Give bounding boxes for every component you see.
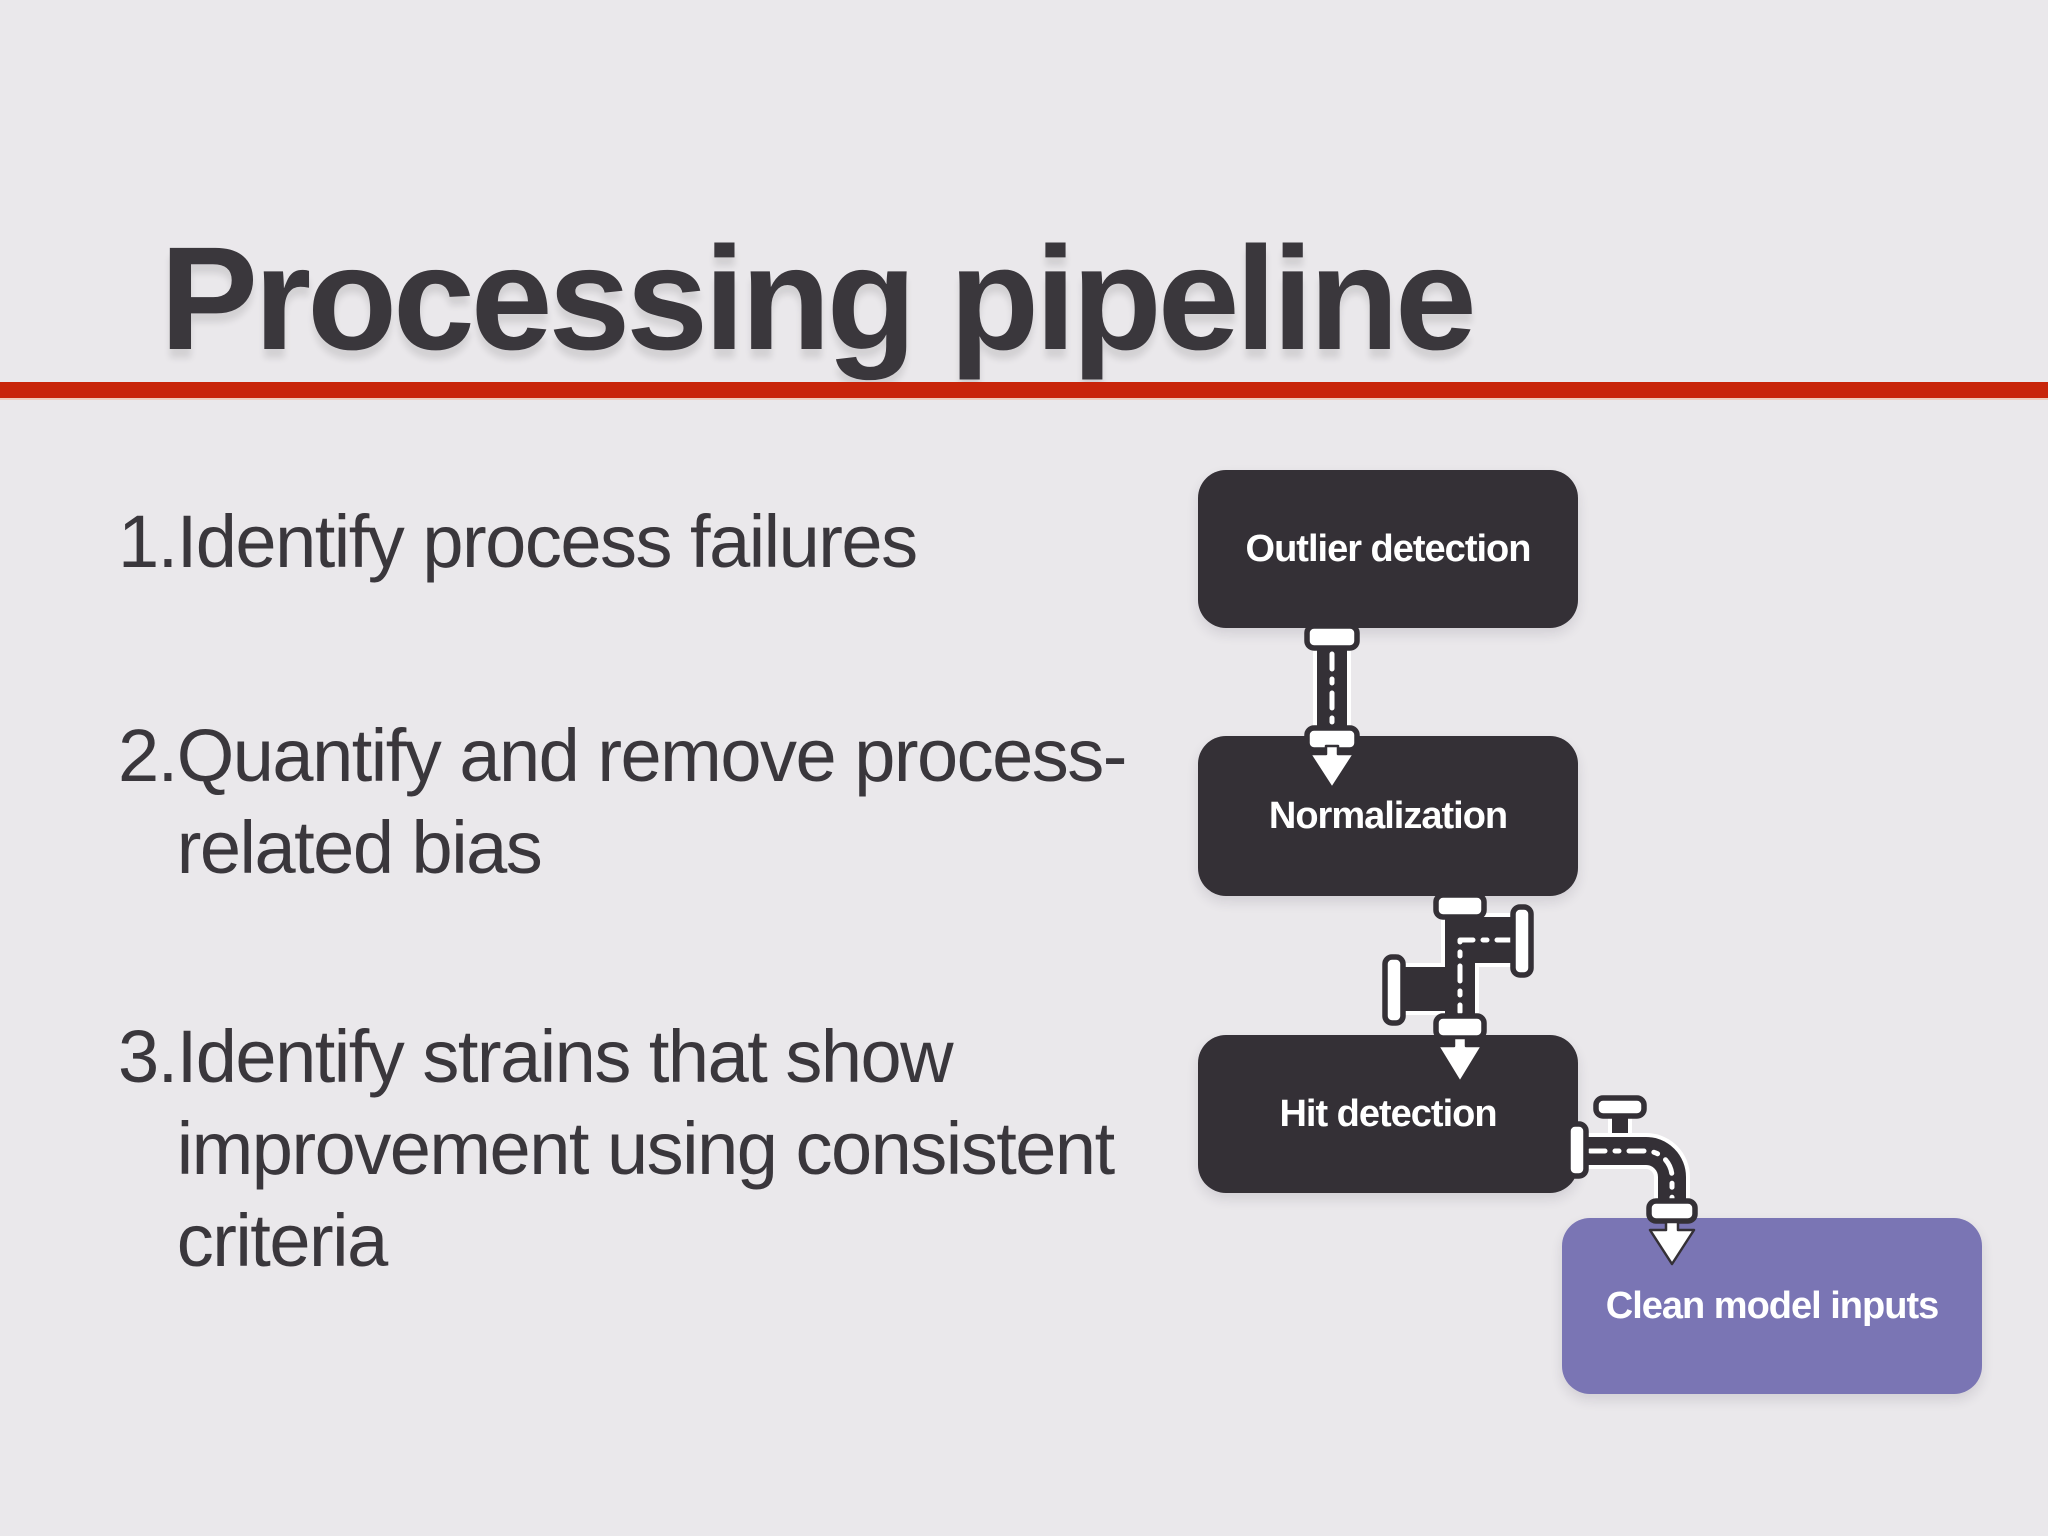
list-item-text: Identify process failures <box>176 500 918 583</box>
faucet-pipe-icon <box>1565 1095 1698 1266</box>
flow-node-label: Clean model inputs <box>1605 1284 1939 1327</box>
tee-pipe-icon <box>1382 892 1534 1084</box>
list-item-number: 3. <box>118 1015 178 1098</box>
flow-node-normalization: Normalization <box>1198 736 1578 896</box>
list-item-number: 2. <box>118 714 178 797</box>
list-item-1: 1. Identify process failures <box>118 496 1238 588</box>
list-item-text: criteria <box>176 1199 389 1282</box>
flow-node-hit-detection: Hit detection <box>1198 1035 1578 1193</box>
flow-node-label: Normalization <box>1268 794 1508 837</box>
list-item-2: 2. Quantify and remove process- related … <box>118 710 1238 894</box>
list-item-text: improvement using consistent <box>176 1107 1115 1190</box>
flow-node-label: Outlier detection <box>1245 527 1532 570</box>
flow-node-clean-model-inputs: Clean model inputs <box>1562 1218 1982 1394</box>
straight-pipe-icon <box>1304 623 1360 790</box>
flow-node-label: Hit detection <box>1279 1092 1497 1135</box>
list-item-3: 3. Identify strains that show improvemen… <box>118 1011 1238 1287</box>
list-item-text: Identify strains that show <box>176 1015 954 1098</box>
flow-node-outlier-detection: Outlier detection <box>1198 470 1578 628</box>
accent-divider <box>0 382 2048 398</box>
list-item-text: related bias <box>176 806 543 889</box>
page-title: Processing pipeline <box>160 217 1477 382</box>
list-item-number: 1. <box>118 500 178 583</box>
list-item-text: Quantify and remove process- <box>176 714 1128 797</box>
